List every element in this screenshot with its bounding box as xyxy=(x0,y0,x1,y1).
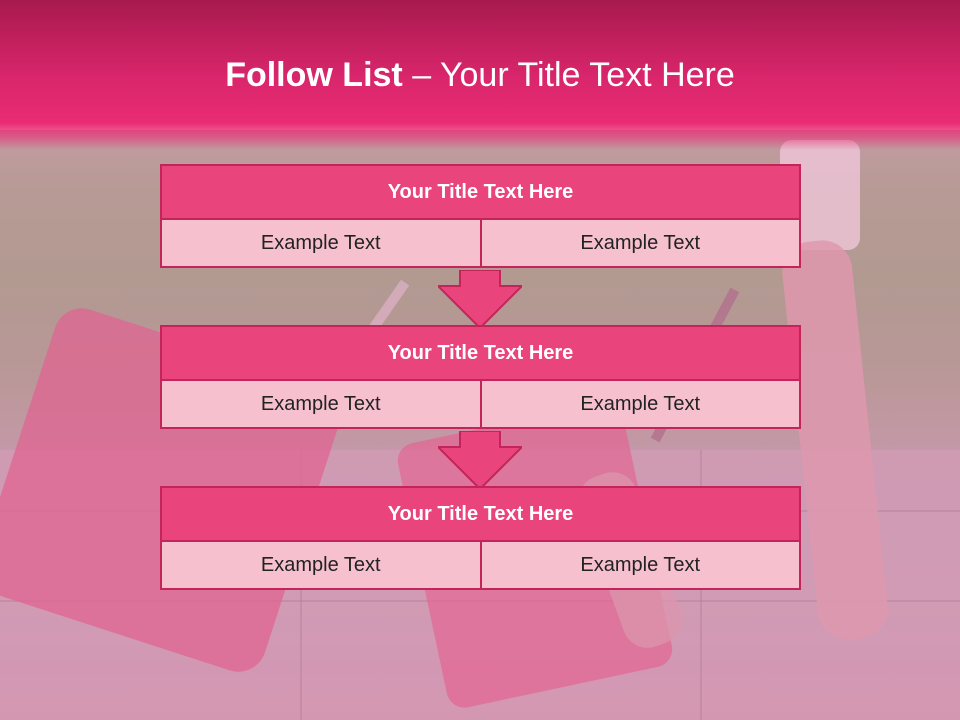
slide-title-rest: – Your Title Text Here xyxy=(412,56,735,94)
list-block: Your Title Text Here Example Text Exampl… xyxy=(160,164,801,268)
down-arrow-icon xyxy=(438,431,522,489)
list-block: Your Title Text Here Example Text Exampl… xyxy=(160,486,801,590)
block-text-left: Example Text xyxy=(160,542,482,590)
title-bar xyxy=(0,0,960,150)
block-title: Your Title Text Here xyxy=(160,164,801,220)
block-text-left: Example Text xyxy=(160,381,482,429)
block-title: Your Title Text Here xyxy=(160,486,801,542)
block-text-right: Example Text xyxy=(481,542,801,590)
block-text-right: Example Text xyxy=(481,220,801,268)
slide-title: Follow List – Your Title Text Here xyxy=(0,55,960,95)
block-title: Your Title Text Here xyxy=(160,325,801,381)
block-text-right: Example Text xyxy=(481,381,801,429)
slide-title-bold: Follow List xyxy=(225,56,403,94)
down-arrow-icon xyxy=(438,270,522,328)
block-text-left: Example Text xyxy=(160,220,482,268)
list-block: Your Title Text Here Example Text Exampl… xyxy=(160,325,801,429)
